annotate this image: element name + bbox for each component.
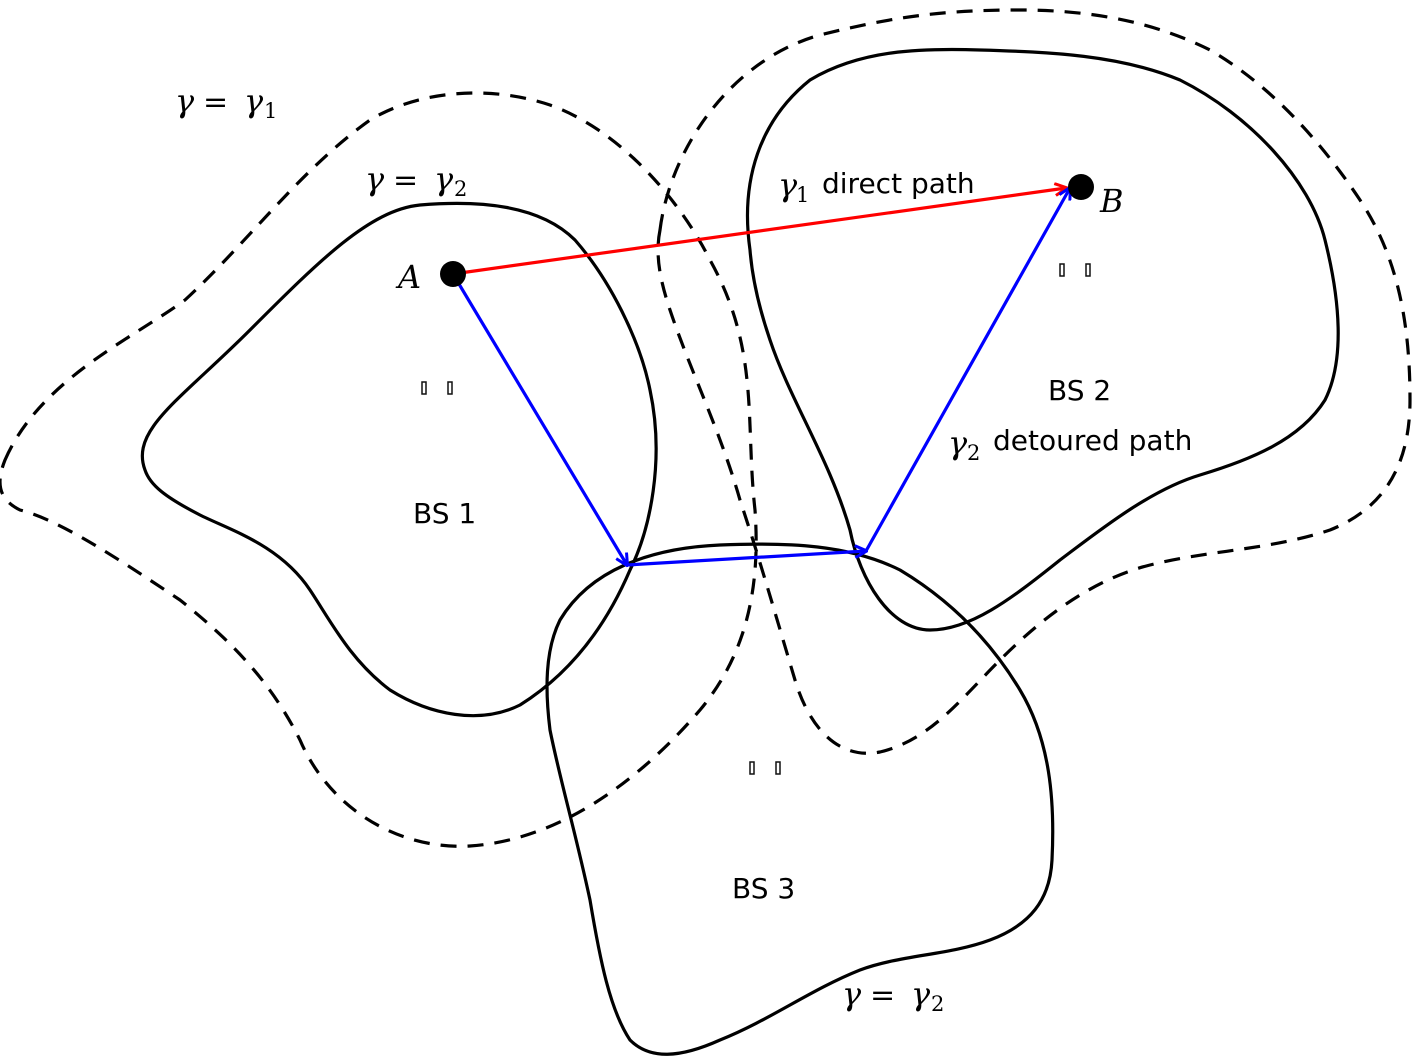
svg-text:2: 2	[454, 177, 467, 201]
tower-icon-bs1	[408, 380, 466, 476]
point-a-marker	[440, 261, 466, 287]
tower-icon-bs3	[736, 760, 794, 856]
svg-text:1: 1	[796, 183, 809, 207]
svg-text:γ: γ	[948, 424, 968, 462]
svg-text:direct path: direct path	[822, 167, 975, 200]
bs1-label: BS 1	[413, 497, 476, 530]
svg-text:1: 1	[264, 99, 277, 123]
svg-text:2: 2	[967, 441, 980, 465]
detoured-path-segment-2	[626, 551, 866, 567]
direct-path-label: γ 1 direct path	[778, 166, 975, 207]
inner-contour-right	[746, 47, 1340, 632]
point-a-label: A	[395, 258, 421, 296]
svg-text:γ: γ	[842, 975, 862, 1013]
svg-text:γ: γ	[434, 160, 454, 198]
svg-text:γ: γ	[778, 166, 798, 204]
outer-contour-left	[0, 91, 758, 848]
inner-contour-left	[140, 201, 658, 718]
point-b-marker	[1068, 174, 1094, 200]
svg-text:=: =	[393, 163, 418, 198]
detoured-path-segment-1	[451, 273, 627, 565]
bs3-label: BS 3	[732, 872, 795, 905]
inner-left-contour-label: γ = γ 2	[365, 160, 467, 201]
bs2-label: BS 2	[1048, 374, 1111, 407]
tower-icon-bs2	[1046, 262, 1104, 358]
svg-text:γ: γ	[175, 82, 195, 120]
svg-text:2: 2	[931, 992, 944, 1016]
outer-left-contour-label: γ = γ 1	[175, 82, 277, 123]
svg-text:γ: γ	[365, 160, 385, 198]
detoured-path-label: γ 2 detoured path	[948, 424, 1192, 465]
point-b-label: B	[1099, 182, 1124, 220]
svg-text:=: =	[870, 978, 895, 1013]
bottom-contour	[545, 542, 1055, 1056]
bottom-contour-label: γ = γ 2	[842, 975, 944, 1016]
svg-text:γ: γ	[244, 82, 264, 120]
direct-path-arrow	[452, 188, 1066, 276]
detoured-path-segment-3	[864, 188, 1070, 552]
svg-text:=: =	[203, 85, 228, 120]
svg-text:detoured path: detoured path	[993, 424, 1192, 457]
svg-text:γ: γ	[911, 975, 931, 1013]
outer-contour-right	[656, 8, 1412, 755]
